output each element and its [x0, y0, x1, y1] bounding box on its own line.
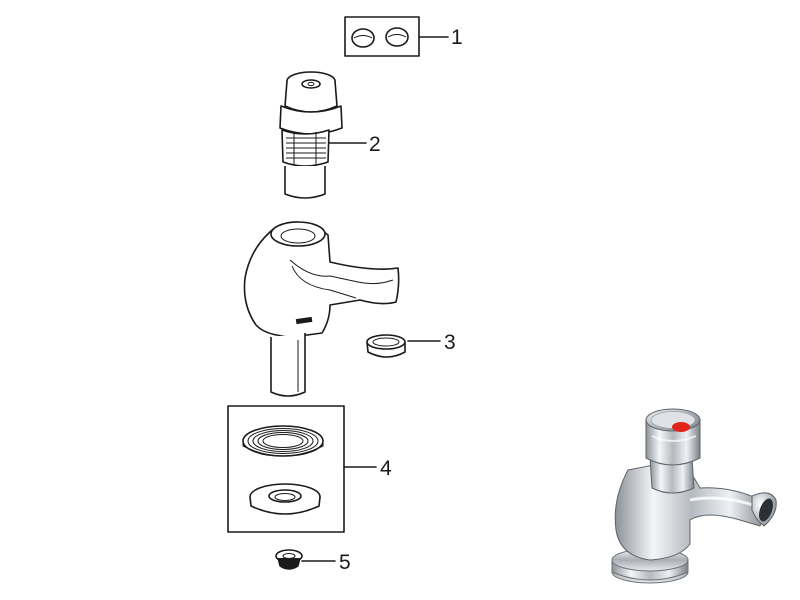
callout-2: 2: [369, 133, 381, 156]
chrome-tap-photo: [611, 408, 777, 584]
cap-icon: [385, 27, 409, 47]
aerator-icon: 3: [366, 331, 456, 358]
tap-body-icon: [243, 221, 400, 397]
callout-1: 1: [451, 26, 463, 49]
washer-set-group: 4: [227, 405, 392, 533]
caps-group: 1: [344, 16, 463, 57]
flange-icon: [249, 483, 321, 515]
callout-4: 4: [380, 457, 392, 480]
callout-3: 3: [444, 331, 456, 354]
callout-5: 5: [339, 551, 351, 574]
cap-icon: [351, 28, 375, 48]
red-cap-indicator: [672, 422, 690, 432]
cartridge-icon: 2: [279, 71, 381, 199]
plug-icon: 5: [275, 549, 351, 574]
washer-icon: [242, 425, 324, 457]
